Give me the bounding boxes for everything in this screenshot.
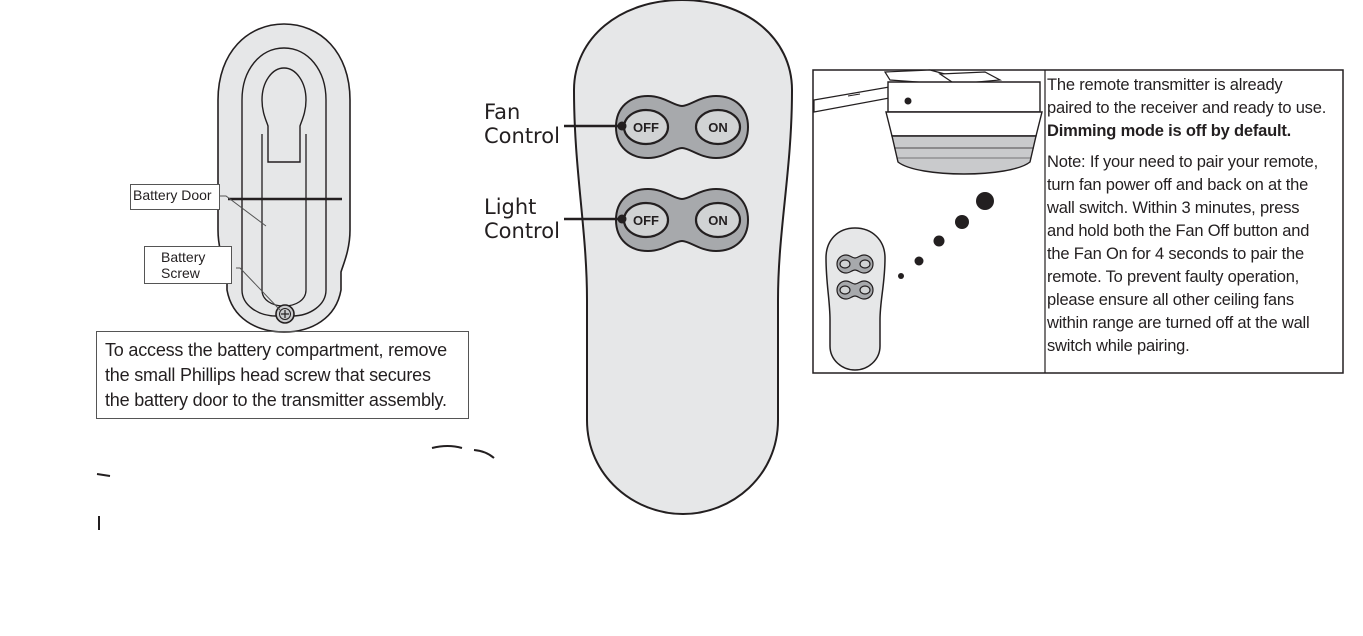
note-line8: within range are turned off at the wall	[1047, 314, 1310, 332]
battery-door-callout: Battery Door	[130, 184, 220, 210]
dimming-note: Dimming mode is off by default.	[1047, 122, 1292, 140]
note-line5: the Fan On for 4 seconds to pair the	[1047, 245, 1304, 263]
light-on-label: ON	[708, 213, 728, 228]
battery-screw-leader	[236, 267, 281, 311]
note-line4: and hold both the Fan Off button and	[1047, 222, 1310, 240]
battery-door-label: Battery Door	[133, 187, 212, 203]
fan-off-label: OFF	[633, 120, 659, 135]
access-text-line2: the small Phillips head screw that secur…	[105, 365, 431, 385]
intro-line1: The remote transmitter is already	[1047, 76, 1283, 94]
battery-door-outline	[241, 47, 327, 317]
fan-on-label: ON	[708, 120, 728, 135]
battery-screw-label-line1: Battery	[161, 249, 206, 265]
battery-screw-label-line2: Screw	[161, 265, 200, 281]
note-line9: switch while pairing.	[1047, 337, 1190, 355]
battery-screw-icon	[275, 304, 295, 324]
remote-back-illustration	[214, 23, 351, 333]
note-line1: Note: If your need to pair your remote,	[1047, 153, 1319, 171]
access-text-line1: To access the battery compartment, remov…	[105, 340, 447, 360]
fan-label-line1: Fan	[484, 100, 521, 124]
ceiling-fan-illustration	[813, 69, 1043, 175]
fan-on-button[interactable]: ON	[694, 108, 742, 146]
battery-screw-callout: Battery Screw	[144, 246, 232, 284]
fan-control-label: Fan Control	[484, 100, 560, 148]
fan-label-line2: Control	[484, 124, 560, 148]
note-line7: please ensure all other ceiling fans	[1047, 291, 1294, 309]
battery-access-instructions: To access the battery compartment, remov…	[96, 331, 469, 419]
small-remote-illustration	[825, 227, 886, 371]
note-line2: turn fan power off and back on at the	[1047, 176, 1309, 194]
keyhole-slot	[261, 67, 307, 163]
light-off-button[interactable]: OFF	[622, 201, 670, 239]
pairing-panel-frame	[812, 69, 1344, 374]
light-off-label: OFF	[633, 213, 659, 228]
signal-dots	[898, 192, 994, 279]
pairing-instructions: The remote transmitter is already paired…	[1047, 74, 1337, 358]
access-text-line3: the battery door to the transmitter asse…	[105, 390, 447, 410]
note-line6: remote. To prevent faulty operation,	[1047, 268, 1300, 286]
remote-front-illustration	[572, 0, 794, 516]
light-label-line1: Light	[484, 195, 537, 219]
intro-line2: paired to the receiver and ready to use.	[1047, 99, 1327, 117]
light-label-line2: Control	[484, 219, 560, 243]
light-control-label: Light Control	[484, 195, 560, 243]
note-line3: wall switch. Within 3 minutes, press	[1047, 199, 1300, 217]
fan-off-button[interactable]: OFF	[622, 108, 670, 146]
light-on-button[interactable]: ON	[694, 201, 742, 239]
